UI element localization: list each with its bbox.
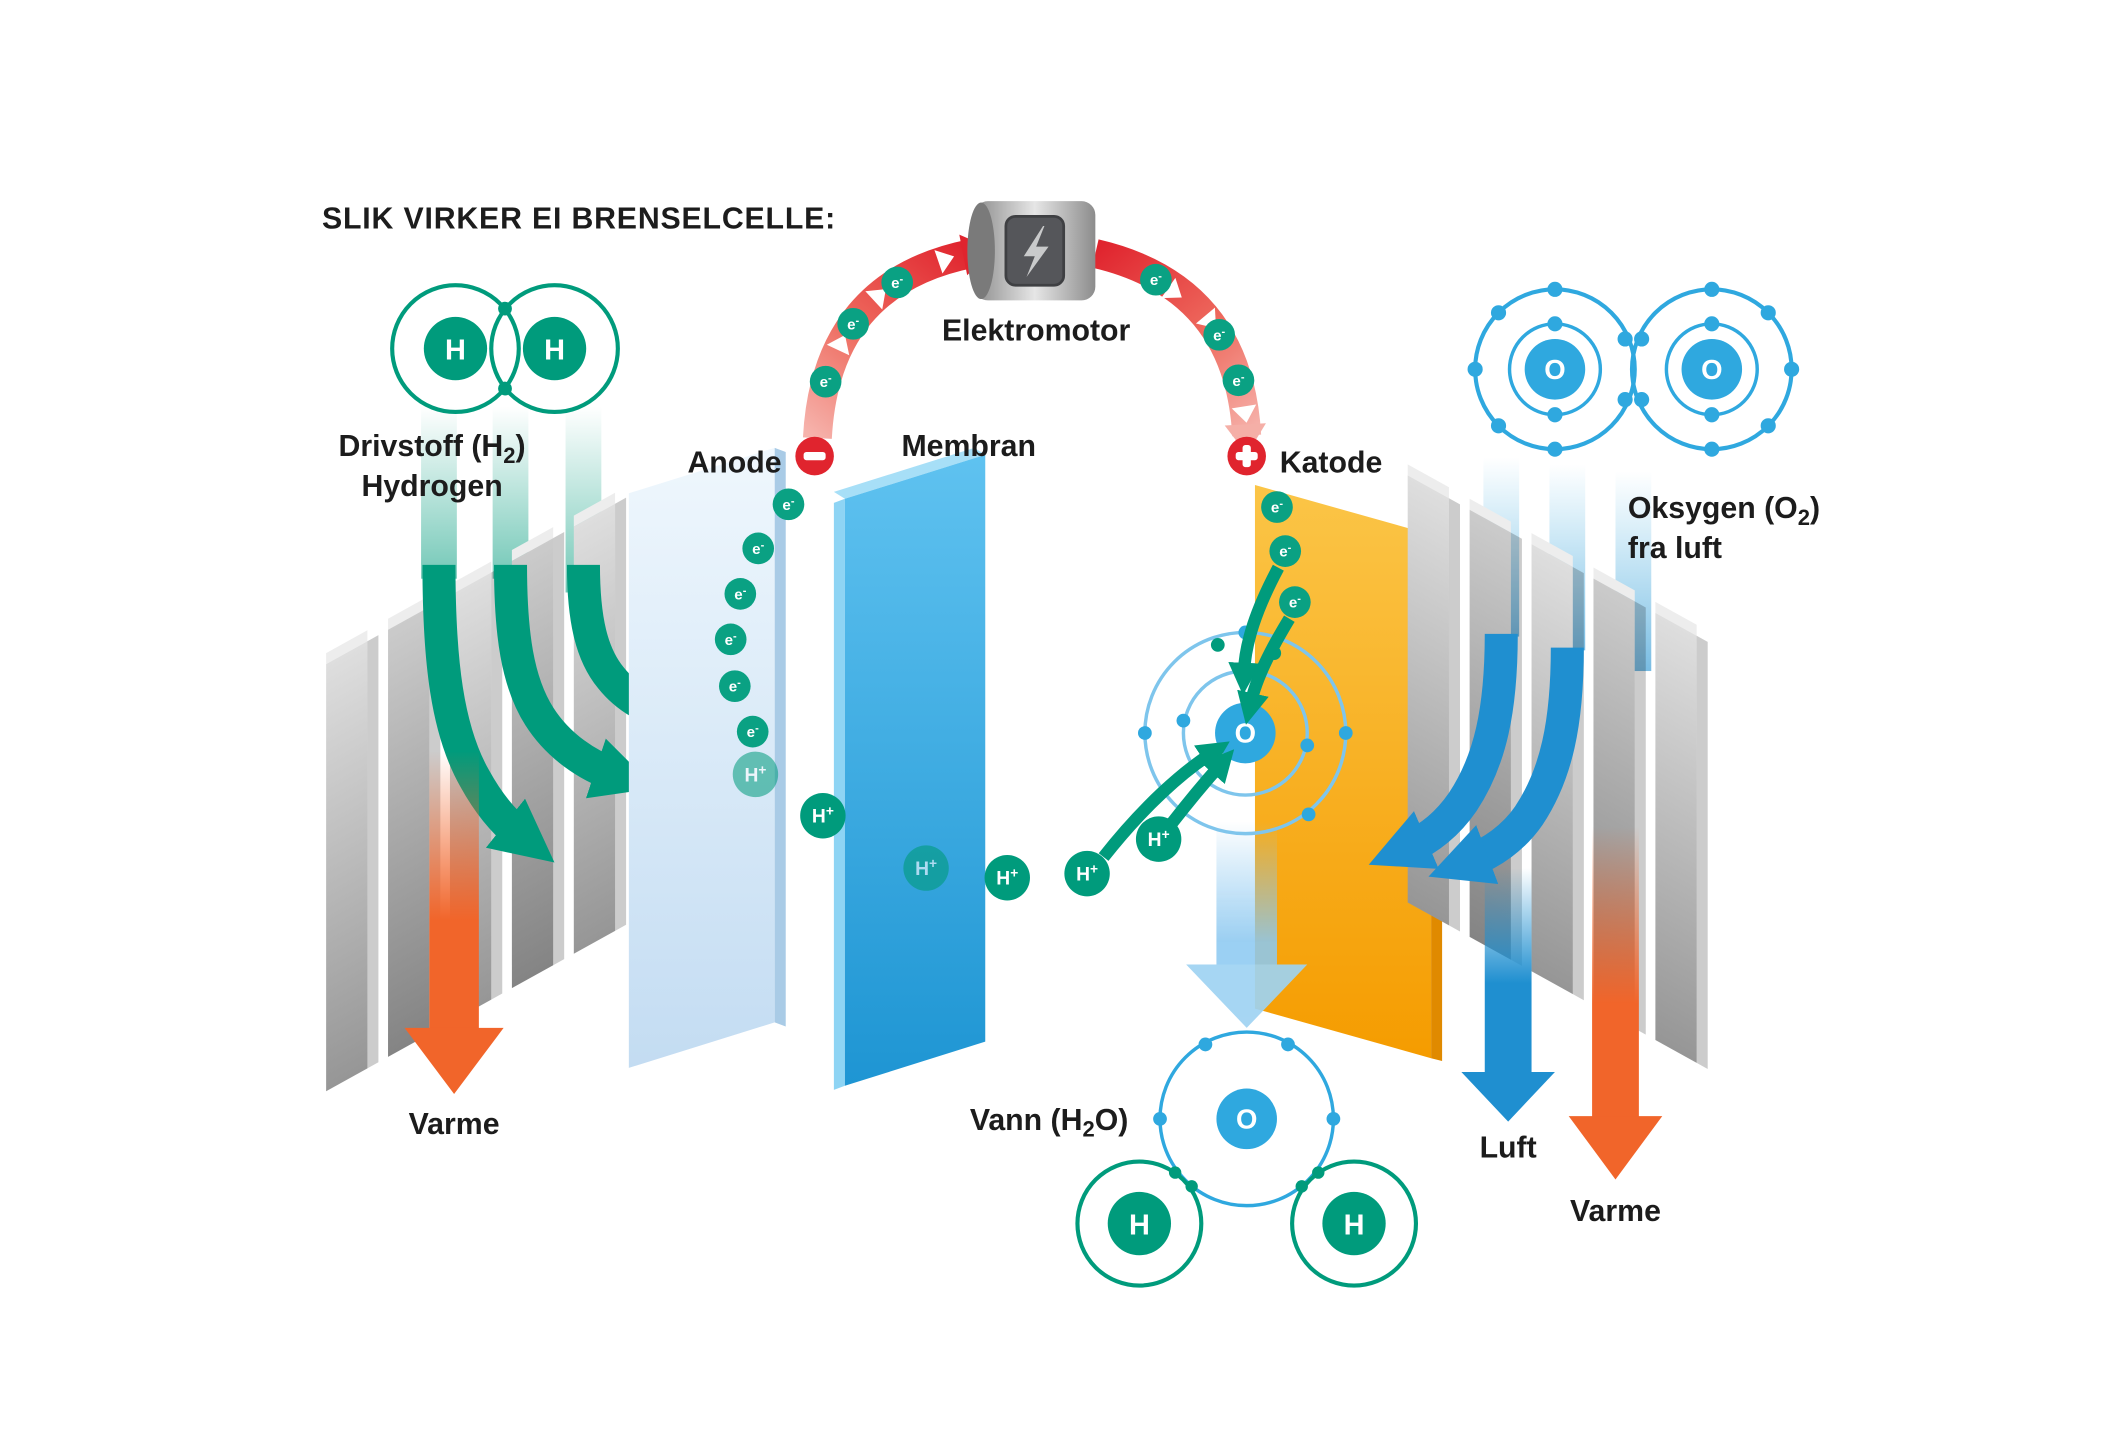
bond-electron-dot — [498, 301, 512, 316]
proton — [1064, 850, 1110, 897]
electron — [724, 578, 757, 610]
electron — [1140, 263, 1172, 296]
hydrogen-atom — [522, 316, 587, 381]
electron — [1222, 364, 1255, 397]
label-membran: Membran — [901, 430, 1036, 463]
membrane-panel — [833, 447, 986, 1090]
label-elektromotor: Elektromotor — [942, 314, 1131, 347]
heat-arrow-right — [1568, 826, 1663, 1180]
shell-electron-dots — [1467, 281, 1800, 457]
shell-electron-dots — [1153, 1037, 1341, 1126]
bond-electron-dot — [498, 381, 512, 396]
label-varme-right: Varme — [1570, 1195, 1661, 1228]
lightning-bolt-icon — [1023, 225, 1049, 277]
hydrogen-atom — [1107, 1191, 1172, 1256]
electron-capture-arrows — [1228, 564, 1295, 725]
hydrogen-atom — [423, 316, 488, 381]
water-arrow — [1186, 821, 1308, 1028]
hydrogen-molecule — [390, 283, 620, 415]
electric-motor — [967, 201, 1096, 301]
electron-ribbon-right — [1091, 239, 1262, 437]
bond-electron-dots — [1168, 1166, 1325, 1193]
label-oksygen: Oksygen (O2) — [1628, 492, 1820, 530]
electron — [837, 307, 869, 340]
water-molecule — [1075, 1030, 1419, 1288]
hydrogen-atom — [1322, 1191, 1386, 1256]
label-vann: Vann (H2O) — [970, 1104, 1129, 1142]
electron — [742, 532, 775, 565]
proton — [732, 751, 779, 798]
oxygen-atom — [1524, 338, 1586, 400]
electron — [736, 715, 769, 748]
oxygen-flow-arrows — [1368, 633, 1584, 884]
electron — [1203, 318, 1236, 351]
proton-capture-arrows — [1098, 741, 1235, 861]
proton — [984, 854, 1030, 901]
electron — [772, 488, 805, 521]
ribbon-chevrons — [826, 250, 1257, 423]
electron — [881, 266, 914, 299]
label-katode: Katode — [1280, 447, 1383, 480]
electron — [1269, 535, 1302, 567]
label-drivstoff: Drivstoff (H2) — [339, 430, 526, 468]
label-luft: Luft — [1480, 1131, 1537, 1164]
electron — [718, 670, 751, 703]
label-hydrogen: Hydrogen — [361, 470, 502, 503]
cathode-plus-badge — [1227, 436, 1266, 476]
proton — [903, 845, 949, 891]
oxygen-atom — [1216, 1088, 1277, 1150]
oxygen-atom — [1681, 338, 1743, 400]
electron — [1261, 491, 1293, 523]
anode-minus-badge — [795, 436, 834, 476]
electron — [714, 623, 747, 656]
electron — [1279, 586, 1311, 618]
air-arrow — [1461, 868, 1555, 1122]
electron — [809, 365, 842, 398]
label-fra-luft: fra luft — [1628, 532, 1722, 565]
page-title: SLIK VIRKER EI BRENSELCELLE: — [322, 203, 836, 236]
heat-arrow-left — [404, 750, 504, 1095]
proton — [1135, 816, 1182, 862]
oxygen-atom — [1215, 702, 1276, 764]
label-varme-left: Varme — [409, 1108, 500, 1141]
proton — [800, 792, 846, 839]
label-anode: Anode — [687, 447, 781, 480]
oxygen-molecule — [1467, 281, 1800, 457]
